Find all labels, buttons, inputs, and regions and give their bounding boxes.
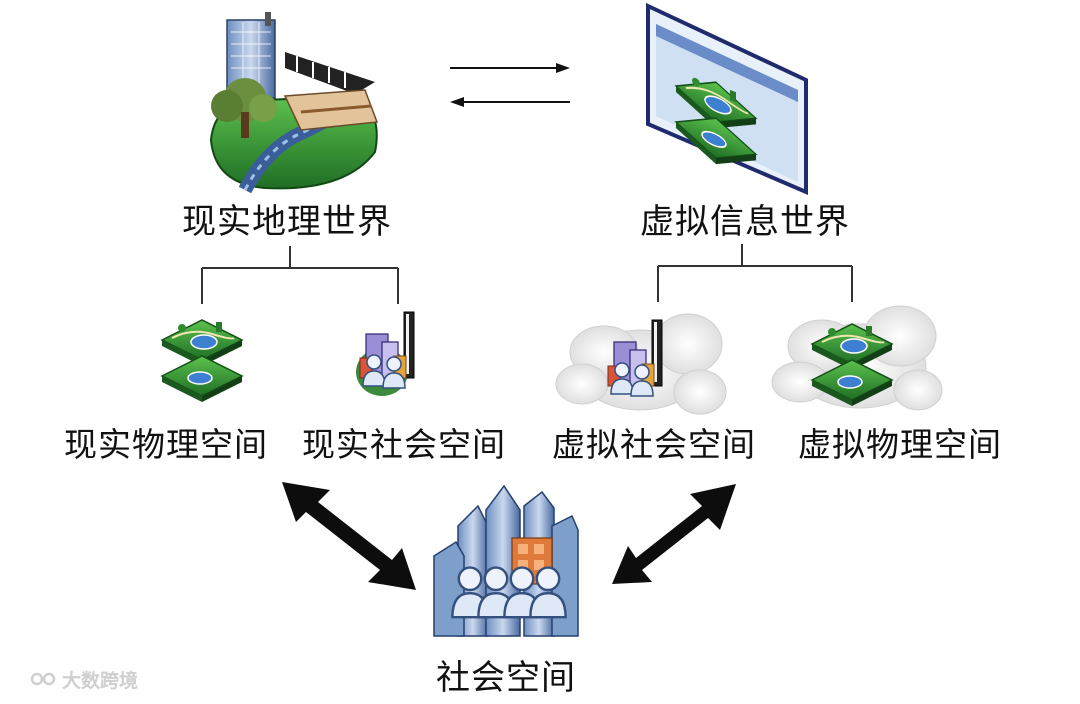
label-real-physical-space: 现实物理空间 [64,425,268,464]
bidirectional-arrow-left [282,482,416,590]
label-real-social-space: 现实社会空间 [302,425,506,464]
label-virtual-social-space: 虚拟社会空间 [552,425,756,464]
brand-logo-icon [30,672,56,686]
bidirectional-arrow-right [612,484,736,584]
label-virtual-physical-space: 虚拟物理空间 [798,425,1002,464]
label-real-geographic-world: 现实地理世界 [182,202,392,242]
screen-map-icon [646,2,808,196]
watermark: 大数跨境 [30,664,138,694]
connector-lines [201,244,853,304]
geography-world-icon [209,12,379,194]
exchange-arrows [450,63,570,107]
label-social-space: 社会空间 [436,658,576,698]
city-people-icon [356,312,414,396]
watermark-text: 大数跨境 [62,669,139,692]
land-map-icon [161,319,243,403]
city-people-icon [433,484,579,637]
label-virtual-information-world: 虚拟信息世界 [640,202,850,242]
